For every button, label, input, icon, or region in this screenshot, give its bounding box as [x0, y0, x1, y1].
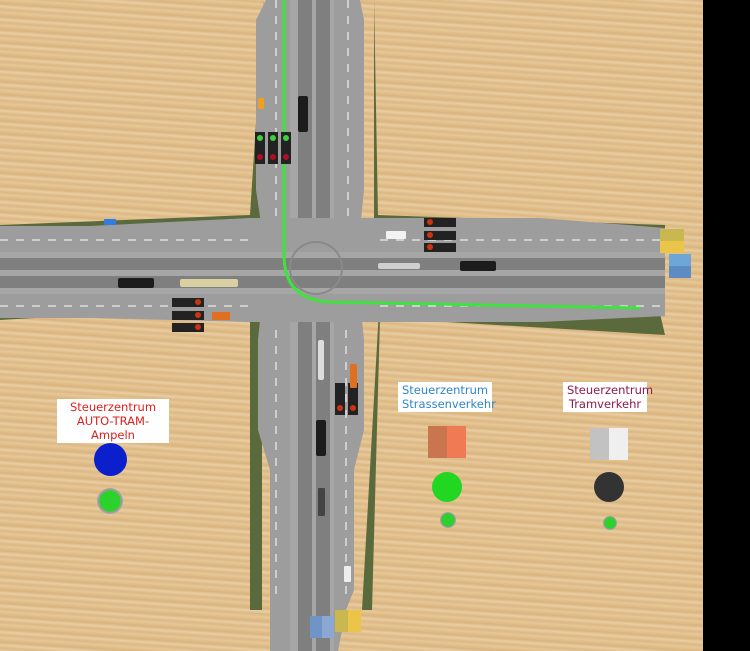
street-signal-swatch	[428, 426, 466, 458]
street-panel-title: Steuerzentrum Strassenverkehr	[398, 382, 496, 412]
auto-tram-panel-title: Steuerzentrum AUTO-TRAM-Ampeln	[57, 399, 169, 443]
horizontal-road	[0, 218, 665, 322]
tram-toggle-button[interactable]	[603, 516, 617, 530]
right-black-margin	[703, 0, 750, 651]
bottom-signal-yellow	[335, 610, 361, 632]
road-verges	[0, 0, 665, 610]
intersection-map	[0, 0, 665, 651]
tram-status-indicator	[594, 472, 624, 502]
auto-tram-status-indicator	[94, 443, 127, 476]
traffic-lights	[172, 132, 456, 415]
tram-route-line	[282, 0, 641, 310]
vertical-road	[256, 0, 364, 651]
tram-panel-title: Steuerzentrum Tramverkehr	[563, 382, 653, 412]
vehicles	[104, 96, 496, 582]
auto-tram-toggle-button[interactable]	[97, 488, 123, 514]
right-signal-blue	[669, 254, 691, 278]
bottom-signal-blue	[310, 616, 334, 638]
street-toggle-button[interactable]	[440, 512, 456, 528]
street-status-indicator	[432, 472, 462, 502]
simulation-canvas: Steuerzentrum AUTO-TRAM-Ampeln Steuerzen…	[0, 0, 703, 651]
tram-signal-swatch	[590, 428, 628, 460]
right-signal-yellow	[660, 229, 684, 253]
